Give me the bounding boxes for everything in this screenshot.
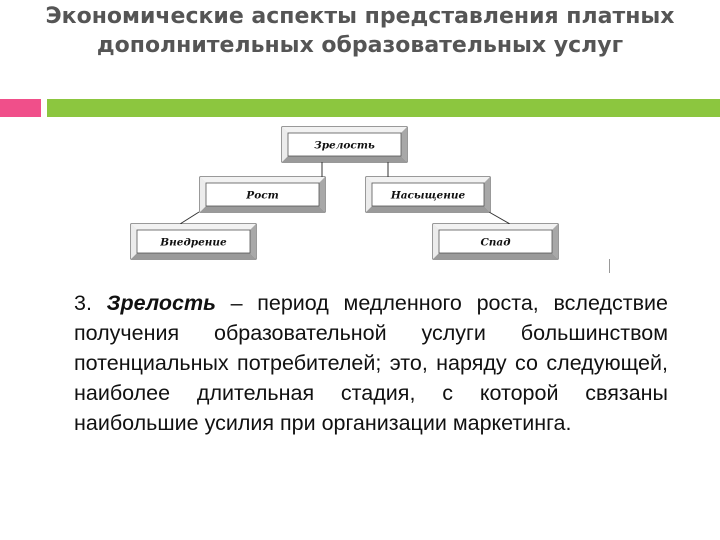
accent-bar-pink bbox=[0, 99, 41, 117]
body-text: – период медленного роста, вследствие по… bbox=[74, 291, 668, 435]
box-saturation: Насыщение bbox=[365, 176, 491, 213]
box-growth-label: Рост bbox=[245, 190, 278, 202]
box-maturity: Зрелость bbox=[281, 126, 408, 163]
box-introduction: Внедрение bbox=[130, 223, 257, 260]
box-maturity-label: Зрелость bbox=[314, 140, 375, 152]
divider-mark bbox=[609, 259, 610, 273]
slide-title: Экономические аспекты представления плат… bbox=[45, 4, 675, 58]
connector-lines bbox=[179, 162, 511, 225]
box-growth: Рост bbox=[199, 176, 326, 213]
box-decline: Спад bbox=[432, 223, 559, 260]
body-paragraph: 3. Зрелость – период медленного роста, в… bbox=[74, 288, 668, 438]
body-term: Зрелость bbox=[106, 291, 216, 315]
box-saturation-label: Насыщение bbox=[390, 190, 466, 202]
box-introduction-label: Внедрение bbox=[159, 237, 227, 249]
body-number: 3. bbox=[74, 291, 92, 315]
box-decline-label: Спад bbox=[480, 237, 510, 249]
accent-bar-green bbox=[47, 99, 720, 117]
